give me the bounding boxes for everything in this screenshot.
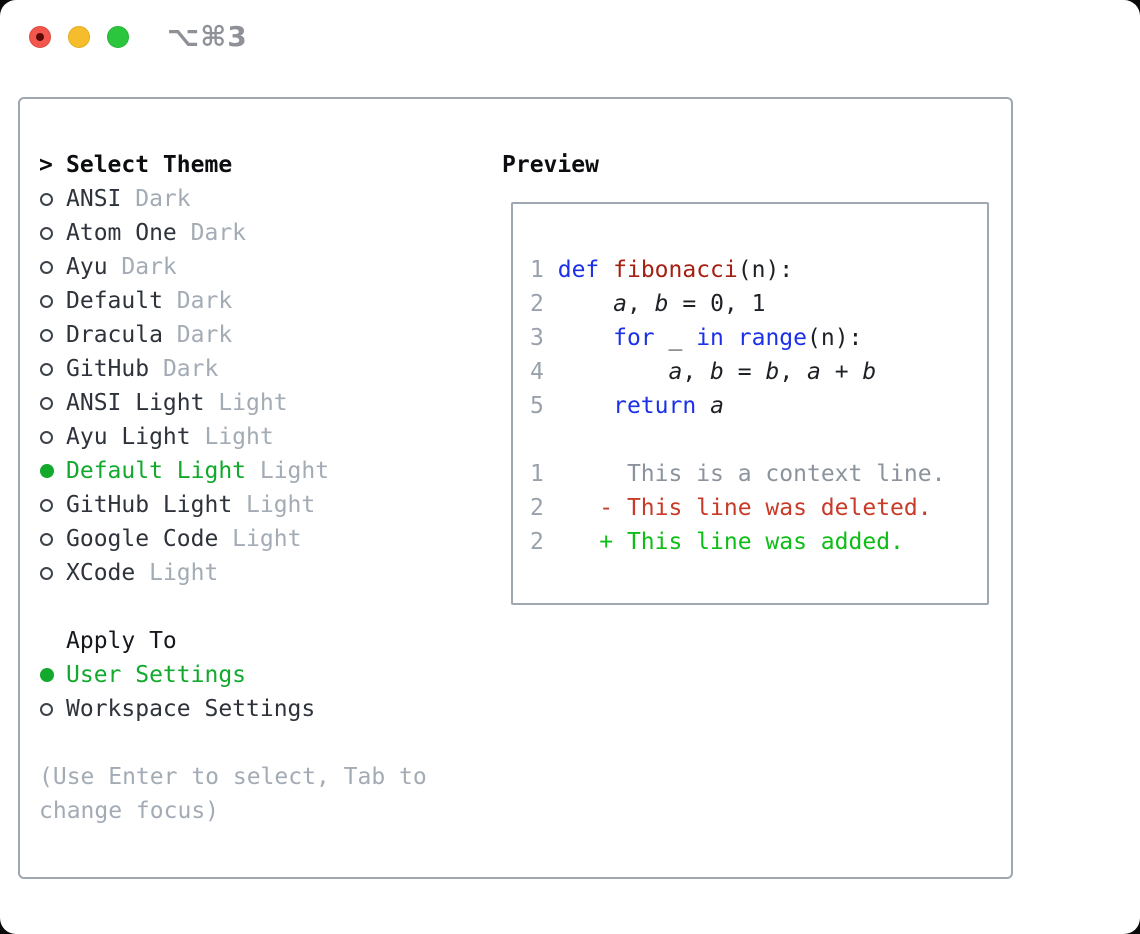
option-label: Workspace Settings <box>66 696 316 722</box>
option-label: ANSI Light <box>66 390 205 416</box>
theme-option-github[interactable]: GitHub Dark <box>39 352 427 386</box>
option-variant-label: Light <box>190 424 274 450</box>
apply-to-title: Apply To <box>66 628 177 654</box>
option-label: GitHub <box>66 356 150 382</box>
option-variant-label: Light <box>204 390 288 416</box>
option-label: ANSI <box>66 186 122 212</box>
minimize-icon[interactable] <box>68 26 90 48</box>
option-variant-label: Light <box>218 526 302 552</box>
code-line: 2 - This line was deleted. <box>530 495 932 521</box>
option-label: Ayu <box>66 254 108 280</box>
theme-option-ansi[interactable]: ANSI Dark <box>39 182 427 216</box>
radio-icon <box>40 362 53 376</box>
option-variant-label: Dark <box>149 356 219 382</box>
preview-code: 1 def fibonacci(n): 2 a, b = 0, 1 3 for _ … <box>530 253 945 559</box>
hint-line-1: (Use Enter to select, Tab to <box>39 764 427 790</box>
close-icon[interactable] <box>29 26 51 48</box>
radio-icon <box>40 498 53 512</box>
option-label: XCode <box>66 560 136 586</box>
radio-icon <box>40 702 53 716</box>
radio-icon <box>40 226 53 240</box>
unsaved-dot-icon <box>36 33 44 41</box>
code-line: 3 for _ in range(n): <box>530 325 863 351</box>
theme-option-dracula[interactable]: Dracula Dark <box>39 318 427 352</box>
apply-option-user-settings[interactable]: User Settings <box>39 658 427 692</box>
option-variant-label: Dark <box>107 254 177 280</box>
option-label: User Settings <box>66 662 247 688</box>
option-label: Default Light <box>66 458 247 484</box>
radio-icon <box>40 260 53 274</box>
title-bar: ⌥⌘3 <box>0 0 1140 80</box>
radio-selected-icon <box>40 464 54 478</box>
code-line: 4 a, b = b, a + b <box>530 359 877 385</box>
option-variant-label: Dark <box>162 288 233 314</box>
code-line: 1 def fibonacci(n): <box>530 257 794 283</box>
option-variant-label: Light <box>232 492 316 518</box>
option-label: Dracula <box>66 322 163 348</box>
preview-title: Preview <box>502 152 599 178</box>
option-variant-label: Light <box>135 560 219 586</box>
theme-option-github-light[interactable]: GitHub Light Light <box>39 488 427 522</box>
radio-icon <box>40 396 53 410</box>
code-line: 1 This is a context line. <box>530 461 946 487</box>
select-theme-title: Select Theme <box>66 152 233 178</box>
code-line: 2 a, b = 0, 1 <box>530 291 766 317</box>
spacer <box>39 726 427 760</box>
radio-icon <box>40 294 53 308</box>
radio-selected-icon <box>40 668 54 682</box>
apply-option-workspace-settings[interactable]: Workspace Settings <box>39 692 427 726</box>
code-line: 2 + This line was added. <box>530 529 904 555</box>
window-title: ⌥⌘3 <box>167 20 248 53</box>
option-variant-label: Dark <box>121 186 191 212</box>
option-label: Atom One <box>66 220 177 246</box>
theme-option-atom-one[interactable]: Atom One Dark <box>39 216 427 250</box>
theme-option-google-code[interactable]: Google Code Light <box>39 522 427 556</box>
radio-icon <box>40 328 53 342</box>
apply-to-header: Apply To <box>39 624 427 658</box>
option-variant-label: Light <box>246 458 330 484</box>
theme-option-default-light[interactable]: Default Light Light <box>39 454 427 488</box>
spacer <box>39 590 427 624</box>
option-label: Ayu Light <box>66 424 191 450</box>
theme-option-xcode[interactable]: XCode Light <box>39 556 427 590</box>
theme-option-default[interactable]: Default Dark <box>39 284 427 318</box>
option-label: Google Code <box>66 526 219 552</box>
theme-option-ayu-light[interactable]: Ayu Light Light <box>39 420 427 454</box>
prompt-icon: > <box>39 152 53 178</box>
zoom-icon[interactable] <box>107 26 129 48</box>
option-label: Default <box>66 288 163 314</box>
radio-icon <box>40 532 53 546</box>
radio-icon <box>40 566 53 580</box>
radio-icon <box>40 430 53 444</box>
hint-line-2: change focus) <box>39 798 220 824</box>
option-variant-label: Dark <box>162 322 233 348</box>
option-variant-label: Dark <box>176 220 247 246</box>
code-line: 5 return a <box>530 393 724 419</box>
preview-box: 1 def fibonacci(n): 2 a, b = 0, 1 3 for _ … <box>511 202 989 605</box>
code-line <box>530 423 945 457</box>
radio-icon <box>40 192 53 206</box>
select-theme-header: > Select Theme <box>39 148 427 182</box>
theme-option-ayu[interactable]: Ayu Dark <box>39 250 427 284</box>
theme-option-ansi-light[interactable]: ANSI Light Light <box>39 386 427 420</box>
option-label: GitHub Light <box>66 492 233 518</box>
